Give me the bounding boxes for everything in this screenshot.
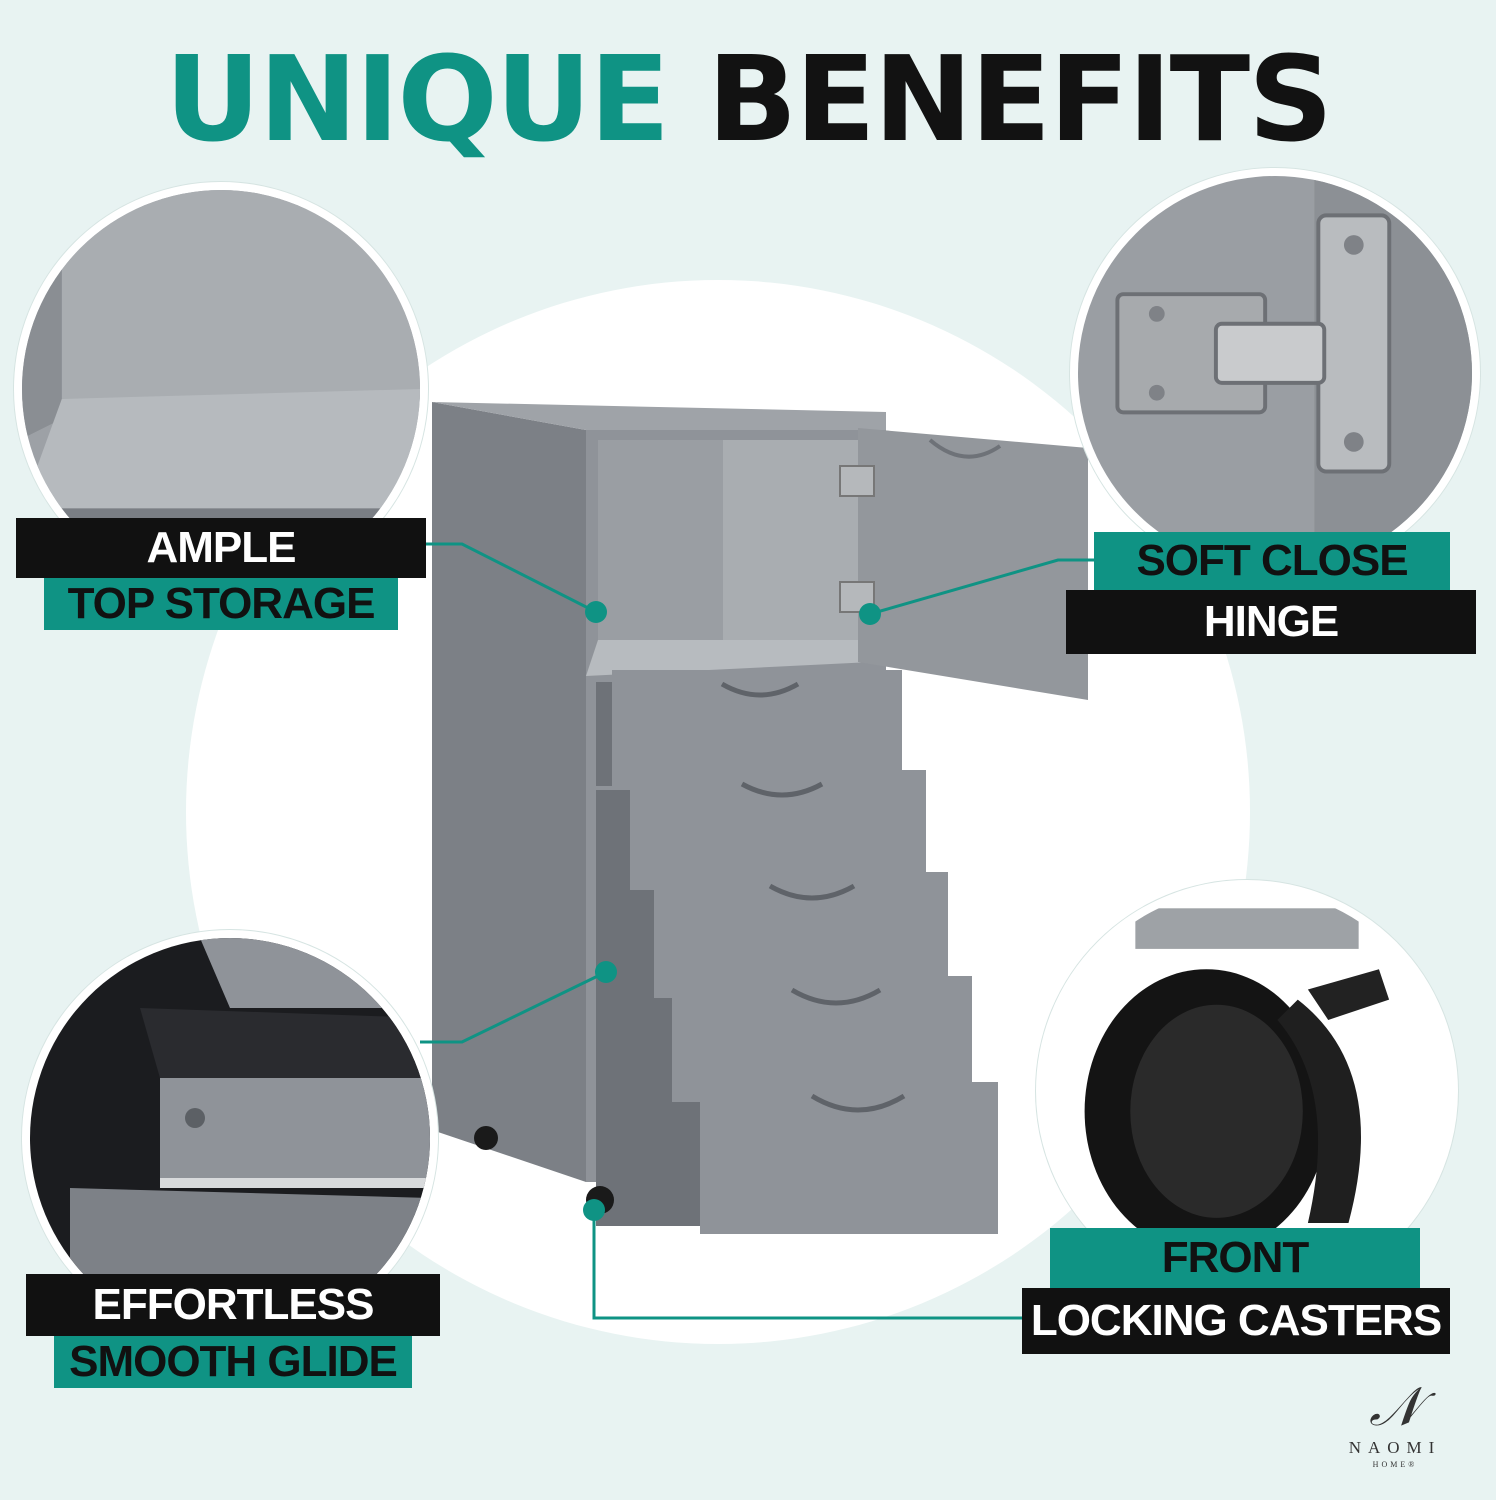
brand-name: NAOMI: [1348, 1438, 1442, 1457]
brand-sub: HOME®: [1372, 1460, 1418, 1469]
label-smooth-glide: SMOOTH GLIDE: [54, 1336, 412, 1388]
page-title: UNIQUE BENEFITS: [0, 40, 1496, 158]
title-word-unique: UNIQUE: [164, 30, 670, 168]
title-word-benefits: BENEFITS: [707, 30, 1333, 168]
label-front: FRONT: [1050, 1228, 1420, 1288]
label-top-storage: TOP STORAGE: [44, 578, 398, 630]
label-ample: AMPLE: [16, 518, 426, 578]
label-locking-casters: LOCKING CASTERS: [1022, 1288, 1450, 1354]
brand-logo: 𝒩 NAOMI HOME®: [1320, 1380, 1470, 1469]
label-soft-close: SOFT CLOSE: [1094, 532, 1450, 590]
label-hinge: HINGE: [1066, 590, 1476, 654]
detail-hinge-circle: [1070, 168, 1480, 578]
label-effortless: EFFORTLESS: [26, 1274, 440, 1336]
naomi-monogram-icon: 𝒩: [1369, 1377, 1421, 1437]
